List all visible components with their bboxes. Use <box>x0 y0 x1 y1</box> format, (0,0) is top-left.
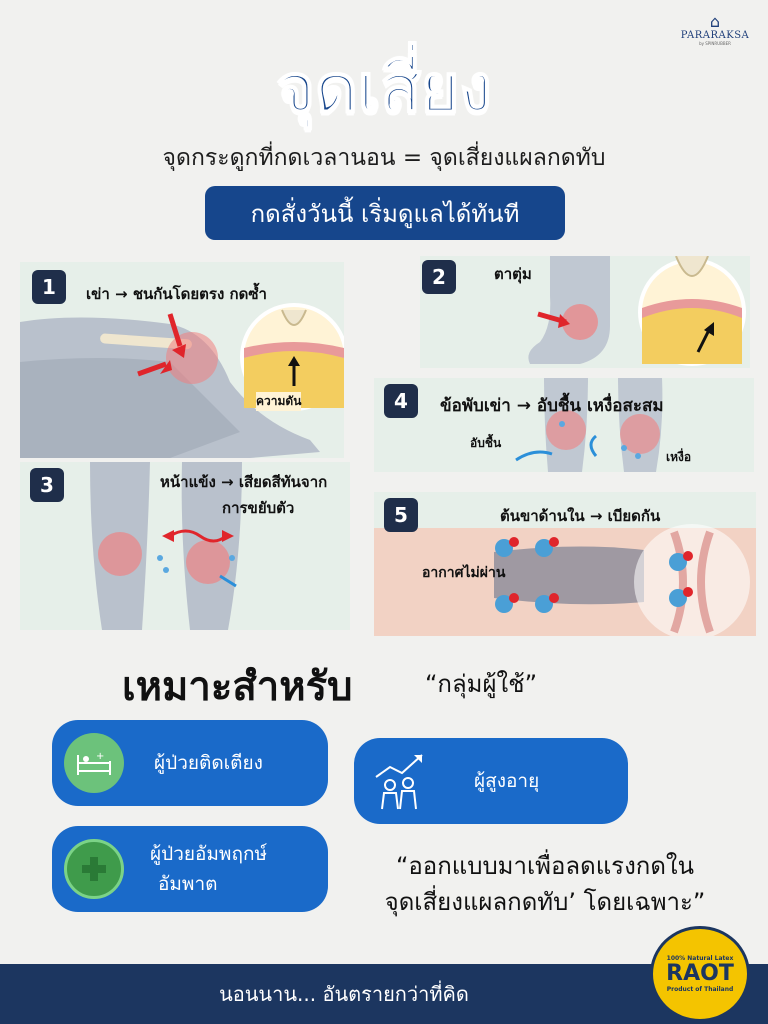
seal-bottom-text: Product of Thailand <box>666 986 734 993</box>
brand-name: PARARAKSA <box>680 30 750 41</box>
suitable-title: เหมาะสำหรับ <box>122 664 353 710</box>
panel-ankle: 2 ตาตุ่ม <box>420 256 750 368</box>
quote-line2: จุดเสี่ยงแผลกดทับ’ โดยเฉพาะ” <box>384 888 706 916</box>
panel-knee: 1 เข่า → ชนกันโดยตรง กดซ้ำ ความดัน <box>20 262 344 458</box>
brand-tagline: by SPINRUBBER <box>699 41 731 46</box>
pressure-label: ความดัน <box>256 392 302 411</box>
seal-name: RAOT <box>666 961 734 986</box>
page-title: จุดเสี่ยง <box>275 49 492 128</box>
back-knee-illustration <box>515 378 663 472</box>
brand-logo: ⌂ PARARAKSA by SPINRUBBER <box>676 12 754 47</box>
seal-top-text: 100% Natural Latex <box>666 955 734 962</box>
panel-number: 3 <box>30 468 64 502</box>
group-elderly: ผู้สูงอายุ <box>354 738 628 824</box>
panel-caption-line1: หน้าแข้ง → เสียดสีทันจาก <box>160 473 328 491</box>
quote-line1: “ออกแบบมาเพื่อลดแรงกดใน <box>395 852 695 880</box>
raot-seal: 100% Natural Latex RAOT Product of Thail… <box>650 926 750 1022</box>
group-label-line2: อัมพาต <box>158 873 218 895</box>
moisture-label: อับชื้น <box>470 436 502 450</box>
plus-circle-icon <box>64 839 124 899</box>
elderly-icon <box>368 751 428 811</box>
group-bedridden: + ผู้ป่วยติดเตียง <box>52 720 328 806</box>
house-icon: ⌂ <box>709 12 721 31</box>
panel-inner-thigh: 5 ต้นขาด้านใน → เบียดกัน อากาศไม่ผ่าน <box>374 492 756 636</box>
page-subtitle: จุดกระดูกที่กดเวลานอน = จุดเสี่ยงแผลกดทั… <box>162 145 606 171</box>
group-label: ผู้ป่วยติดเตียง <box>154 752 263 774</box>
no-airflow-label: อากาศไม่ผ่าน <box>422 565 506 581</box>
order-now-button[interactable]: กดสั่งวันนี้ เริ่มดูแลได้ทันที <box>205 186 565 240</box>
footer-banner: นอนนาน... อันตรายกว่าที่คิด <box>0 964 768 1024</box>
svg-text:+: + <box>96 751 104 762</box>
footer-text: นอนนาน... อันตรายกว่าที่คิด <box>219 982 469 1006</box>
panel-number: 2 <box>422 260 456 294</box>
design-quote: “ออกแบบมาเพื่อลดแรงกดใน จุดเสี่ยงแผลกดทั… <box>340 848 750 920</box>
panel-number: 5 <box>384 498 418 532</box>
shin-illustration <box>90 462 242 630</box>
panel-caption: ข้อพับเข่า → อับชื้น เหงื่อสะสม <box>440 396 664 416</box>
suitable-subtitle: “กลุ่มผู้ใช้” <box>425 670 537 698</box>
panel-caption-line2: การขยับตัว <box>222 499 295 517</box>
panel-caption: ต้นขาด้านใน → เบียดกัน <box>500 507 661 525</box>
inner-thigh-illustration <box>374 524 756 636</box>
panel-number: 4 <box>384 384 418 418</box>
panel-back-knee: 4 ข้อพับเข่า → อับชื้น เหงื่อสะสม อับชื้… <box>374 378 754 472</box>
panel-caption: ตาตุ่ม <box>494 265 532 283</box>
group-paralysis: ผู้ป่วยอัมพฤกษ์ อัมพาต <box>52 826 328 912</box>
bed-icon: + <box>64 733 124 793</box>
panel-caption: เข่า → ชนกันโดยตรง กดซ้ำ <box>86 285 267 303</box>
group-label: ผู้สูงอายุ <box>474 770 540 792</box>
panel-number: 1 <box>32 270 66 304</box>
ankle-illustration <box>528 256 746 366</box>
sweat-label: เหงื่อ <box>666 450 692 464</box>
group-label-line1: ผู้ป่วยอัมพฤกษ์ <box>150 843 267 865</box>
panel-shin: 3 หน้าแข้ง → เสียดสีทันจาก การขยับตัว <box>20 462 350 630</box>
